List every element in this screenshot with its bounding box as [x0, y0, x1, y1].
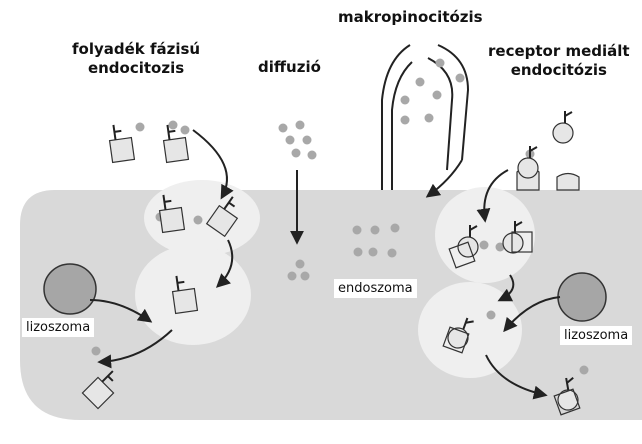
label-receptor-mediated: receptor mediált endocitózis: [488, 42, 630, 80]
label-fluid-phase-line1: folyadék fázisú: [72, 40, 200, 59]
label-receptor-line1: receptor mediált: [488, 42, 630, 61]
label-lysosome-right: lizoszoma: [560, 326, 632, 345]
label-receptor-line2: endocitózis: [488, 61, 630, 80]
label-fluid-phase-endocytosis: folyadék fázisú endocitozis: [72, 40, 200, 78]
label-fluid-phase-line2: endocitozis: [72, 59, 200, 78]
label-endosome: endoszoma: [334, 279, 417, 298]
label-macropinocytosis: makropinocitózis: [338, 8, 483, 27]
lysosome-right: [558, 273, 606, 321]
cell-body: [20, 190, 642, 420]
label-lysosome-left: lizoszoma: [22, 318, 94, 337]
label-diffusion: diffuzió: [258, 58, 321, 77]
lysosome-left: [44, 264, 96, 314]
